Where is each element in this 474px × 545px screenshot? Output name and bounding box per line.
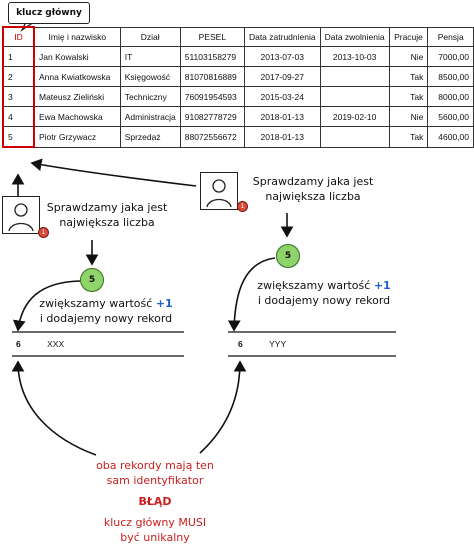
cell-pesel: 76091954593 bbox=[179, 86, 245, 107]
cell-working: Tak bbox=[388, 66, 429, 87]
table-row: 4 Ewa Machowska Administracja 9108277872… bbox=[2, 106, 474, 127]
header-id: ID bbox=[2, 26, 35, 47]
cell-salary: 4600,00 bbox=[427, 126, 474, 148]
cell-pesel: 81070816889 bbox=[179, 66, 245, 87]
employees-table: ID Imię i nazwisko Dział PESEL Data zatr… bbox=[2, 26, 474, 148]
right-increment-text: zwiększamy wartość +1 i dodajemy nowy re… bbox=[257, 279, 391, 307]
cell-department: Księgowość bbox=[119, 66, 181, 87]
cell-hire-date: 2015-03-24 bbox=[243, 86, 321, 107]
table-header-row: ID Imię i nazwisko Dział PESEL Data zatr… bbox=[2, 26, 474, 47]
header-end-date: Data zwolnienia bbox=[319, 26, 390, 47]
arrow-right-to-table bbox=[30, 158, 197, 187]
arrow-left-curve bbox=[12, 280, 81, 332]
cell-id: 2 bbox=[2, 66, 35, 87]
cell-end-date bbox=[319, 66, 390, 87]
cell-end-date: 2019-02-10 bbox=[319, 106, 390, 127]
cell-name: Ewa Machowska bbox=[33, 106, 121, 127]
step-circle-left: 5 bbox=[80, 268, 104, 292]
cell-hire-date: 2018-01-13 bbox=[243, 106, 321, 127]
plus-one-label: +1 bbox=[155, 297, 173, 310]
person-icon bbox=[206, 179, 232, 208]
table-row: 2 Anna Kwiatkowska Księgowość 8107081688… bbox=[2, 66, 474, 87]
record-value: XXX bbox=[47, 339, 65, 349]
cell-end-date: 2013-10-03 bbox=[319, 46, 390, 67]
header-department: Dział bbox=[119, 26, 181, 47]
cell-salary: 8500,00 bbox=[427, 66, 474, 87]
primary-key-bubble: klucz główny bbox=[8, 2, 90, 24]
cell-salary: 5600,00 bbox=[427, 106, 474, 127]
left-check-text: Sprawdzamy jaka jest największa liczba bbox=[46, 201, 168, 229]
cell-working: Nie bbox=[388, 46, 429, 67]
conclusion-text: oba rekordy mają ten sam identyfikator B… bbox=[60, 458, 250, 545]
table-row: 5 Piotr Grzywacz Sprzedaż 88072556672 20… bbox=[2, 126, 474, 148]
cell-working: Nie bbox=[388, 106, 429, 127]
cell-department: IT bbox=[119, 46, 181, 67]
cell-end-date bbox=[319, 126, 390, 148]
notification-badge-icon: 1 bbox=[38, 227, 49, 238]
arrow-conclusion-right bbox=[199, 360, 247, 454]
table-row: 1 Jan Kowalski IT 51103158279 2013-07-03… bbox=[2, 46, 474, 67]
cell-name: Mateusz Zieliński bbox=[33, 86, 121, 107]
arrow-right-curve bbox=[227, 257, 276, 332]
new-record-right: 6 YYY bbox=[238, 339, 398, 349]
cell-id: 5 bbox=[2, 126, 35, 148]
cell-department: Administracja bbox=[119, 106, 181, 127]
step-circle-right: 5 bbox=[276, 244, 300, 268]
cell-salary: 8000,00 bbox=[427, 86, 474, 107]
user-avatar-right bbox=[200, 172, 238, 210]
error-label: BŁĄD bbox=[138, 495, 172, 508]
header-salary: Pensja bbox=[427, 26, 474, 47]
cell-working: Tak bbox=[388, 86, 429, 107]
notification-badge-icon: 1 bbox=[237, 201, 248, 212]
cell-pesel: 51103158279 bbox=[179, 46, 245, 67]
cell-name: Anna Kwiatkowska bbox=[33, 66, 121, 87]
cell-name: Piotr Grzywacz bbox=[33, 126, 121, 148]
cell-pesel: 88072556672 bbox=[179, 126, 245, 148]
person-icon bbox=[8, 203, 34, 232]
cell-id: 1 bbox=[2, 46, 35, 67]
header-hire-date: Data zatrudnienia bbox=[243, 26, 321, 47]
header-pesel: PESEL bbox=[179, 26, 245, 47]
cell-pesel: 91082778729 bbox=[179, 106, 245, 127]
record-id: 6 bbox=[238, 339, 243, 349]
cell-hire-date: 2018-01-13 bbox=[243, 126, 321, 148]
record-value: YYY bbox=[269, 339, 287, 349]
new-record-left: 6 XXX bbox=[16, 339, 176, 349]
user-avatar-left bbox=[2, 196, 40, 234]
record-id: 6 bbox=[16, 339, 21, 349]
left-increment-text: zwiększamy wartość +1 i dodajemy nowy re… bbox=[39, 297, 173, 325]
bubble-label: klucz główny bbox=[16, 8, 82, 18]
header-working: Pracuje bbox=[388, 26, 429, 47]
header-name: Imię i nazwisko bbox=[33, 26, 121, 47]
plus-one-label: +1 bbox=[373, 279, 391, 292]
cell-department: Techniczny bbox=[119, 86, 181, 107]
table-row: 3 Mateusz Zieliński Techniczny 760919545… bbox=[2, 86, 474, 107]
cell-working: Tak bbox=[388, 126, 429, 148]
arrow-conclusion-left bbox=[11, 360, 97, 456]
cell-end-date bbox=[319, 86, 390, 107]
cell-name: Jan Kowalski bbox=[33, 46, 121, 67]
cell-id: 3 bbox=[2, 86, 35, 107]
cell-salary: 7000,00 bbox=[427, 46, 474, 67]
right-check-text: Sprawdzamy jaka jest największa liczba bbox=[252, 175, 374, 203]
cell-department: Sprzedaż bbox=[119, 126, 181, 148]
cell-hire-date: 2013-07-03 bbox=[243, 46, 321, 67]
cell-hire-date: 2017-09-27 bbox=[243, 66, 321, 87]
cell-id: 4 bbox=[2, 106, 35, 127]
